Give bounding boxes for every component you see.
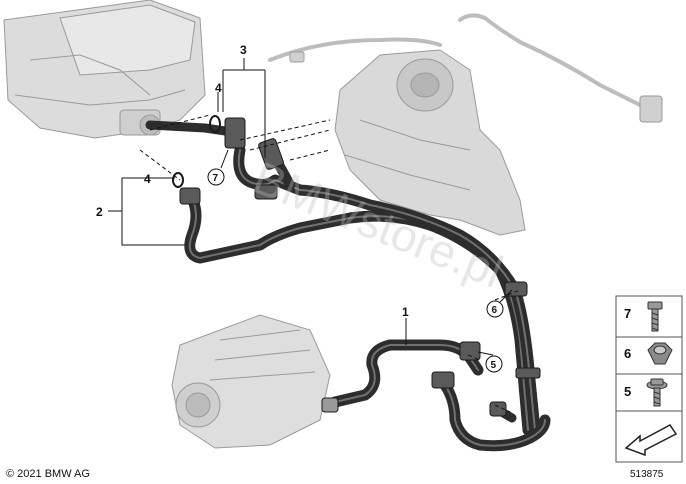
inverter-unit-ghost bbox=[3, 0, 206, 139]
bolt-icon bbox=[647, 301, 663, 332]
legend-5-label: 5 bbox=[624, 384, 631, 399]
circled-callout-5: 5 bbox=[485, 355, 503, 373]
callout-4-lower: 4 bbox=[144, 172, 151, 186]
wiring-harness-ghost bbox=[268, 13, 663, 123]
legend-7-label: 7 bbox=[624, 306, 631, 321]
callout-1: 1 bbox=[402, 305, 409, 319]
svg-text:5: 5 bbox=[491, 360, 497, 371]
fastener-legend: 7 6 5 bbox=[615, 295, 683, 463]
alternator-ghost bbox=[171, 314, 331, 449]
coolant-tank-ghost bbox=[334, 49, 526, 236]
callout-2: 2 bbox=[96, 205, 103, 219]
svg-text:6: 6 bbox=[492, 305, 498, 316]
dashed-assembly-lines bbox=[139, 114, 521, 413]
o-rings bbox=[172, 115, 221, 188]
svg-text:7: 7 bbox=[213, 173, 219, 184]
callout-3: 3 bbox=[240, 43, 247, 57]
leader-lines bbox=[108, 58, 513, 356]
hose-1 bbox=[329, 339, 484, 408]
direction-arrow-icon bbox=[624, 424, 678, 457]
circled-callout-6: 6 bbox=[486, 300, 504, 318]
hex-nut-icon bbox=[647, 342, 673, 365]
circled-callout-7: 7 bbox=[207, 168, 225, 186]
hose-couplings bbox=[179, 117, 541, 417]
flange-bolt-icon bbox=[646, 378, 668, 407]
copyright-text: © 2021 BMW AG bbox=[6, 468, 90, 480]
document-number: 513875 bbox=[630, 469, 664, 480]
callout-4-upper: 4 bbox=[215, 81, 222, 95]
legend-6-label: 6 bbox=[624, 346, 631, 361]
